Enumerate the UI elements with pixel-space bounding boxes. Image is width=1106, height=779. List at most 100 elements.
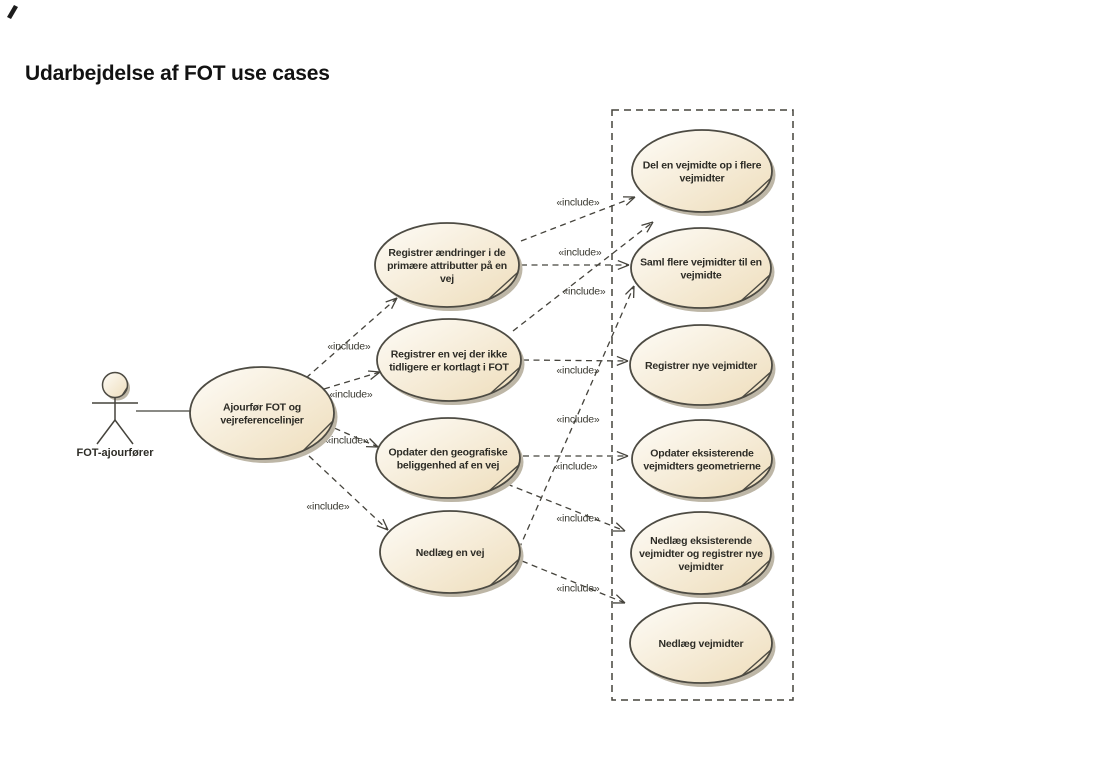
open-arrowhead <box>369 438 379 448</box>
open-arrowhead <box>390 297 398 309</box>
fold-line <box>302 420 334 452</box>
fold-line <box>740 559 771 588</box>
use-case-ellipse <box>631 419 773 499</box>
include-edge-line <box>506 483 626 532</box>
include-label: «include» <box>306 501 350 513</box>
actor-head-fold <box>121 386 128 396</box>
include-label: «include» <box>556 583 600 595</box>
include-edge-line <box>313 371 381 393</box>
include-ajourfoer-til-registrer-vej: «include» <box>313 370 381 401</box>
open-arrowhead <box>641 221 654 226</box>
open-arrowhead <box>615 522 626 532</box>
use-case-ellipse <box>374 222 520 308</box>
use-case-label: Registrer nye vejmidter <box>645 360 757 372</box>
include-ajourfoer-til-nedlaeg: «include» <box>306 455 389 531</box>
open-arrowhead <box>617 259 630 266</box>
open-arrowhead <box>616 455 629 462</box>
open-arrowhead <box>616 360 629 366</box>
include-label: «include» <box>556 197 600 209</box>
include-edge-line <box>308 455 389 531</box>
include-nedlaeg-vej-til-saml: «include» <box>518 285 635 550</box>
use-case-label: Nedlæg vejmidter <box>659 638 744 650</box>
actor-leg-right <box>114 419 134 445</box>
include-label: «include» <box>554 461 598 473</box>
use-case-ellipse <box>630 511 772 595</box>
include-label: «include» <box>556 365 600 377</box>
fold-line <box>740 274 771 302</box>
include-label: «include» <box>329 389 373 401</box>
system-boundary <box>611 109 794 701</box>
open-arrowhead <box>382 518 389 531</box>
include-edge-line <box>512 221 654 332</box>
include-aendringer-til-del: «include» <box>520 196 636 242</box>
include-opdater-til-nedlaeg-registrer: «include» <box>506 483 626 532</box>
fold-line <box>741 649 772 677</box>
fold-line <box>741 371 772 399</box>
include-label: «include» <box>556 414 600 426</box>
open-arrowhead <box>646 221 654 233</box>
actor-label: FOT-ajourfører <box>76 447 154 459</box>
use-case-ellipse <box>376 318 522 402</box>
include-label: «include» <box>556 513 600 525</box>
actor-leg-left <box>96 419 116 445</box>
include-label: «include» <box>562 286 606 298</box>
open-arrowhead <box>615 594 626 604</box>
use-case-nedlaeg-en-vej: Nedlæg en vej <box>379 510 524 597</box>
page-title: Udarbejdelse af FOT use cases <box>25 62 330 85</box>
open-arrowhead <box>376 525 389 531</box>
include-label: «include» <box>327 341 371 353</box>
include-edge-line <box>521 560 626 604</box>
fold-line <box>488 464 520 492</box>
use-case-ellipse <box>189 366 335 460</box>
use-case-ellipse <box>629 602 773 684</box>
open-arrowhead <box>385 297 398 303</box>
actor-fot-ajourfoerer: FOT-ajourfører <box>76 371 154 459</box>
use-case-ellipse <box>629 324 773 406</box>
include-ajourfoer-til-aendringer: «include» <box>305 297 398 379</box>
fold-line <box>741 177 772 206</box>
open-arrowhead <box>616 355 629 362</box>
include-aendringer-til-saml: «include» <box>521 247 630 271</box>
open-arrowhead <box>617 264 630 271</box>
include-opdater-til-geometrier: «include» <box>523 450 629 473</box>
open-arrowhead <box>370 371 381 380</box>
include-nedlaeg-vej-til-nedlaeg-vejmidter: «include» <box>521 560 626 604</box>
include-label: «include» <box>558 247 602 259</box>
use-case-ellipse <box>375 417 521 499</box>
include-registrer-vej-til-nye: «include» <box>522 355 629 377</box>
fold-line <box>489 558 520 587</box>
use-case-nedlaeg-vejmidter: Nedlæg vejmidter <box>629 602 776 687</box>
corner-mark <box>7 5 18 19</box>
include-label: «include» <box>325 435 369 447</box>
open-arrowhead <box>367 370 381 373</box>
include-edge-line <box>522 359 629 362</box>
fold-line <box>489 366 521 395</box>
include-ajourfoer-til-opdater: «include» <box>324 423 379 448</box>
open-arrowhead <box>625 285 635 295</box>
open-arrowhead <box>625 196 636 206</box>
include-edge-line <box>518 285 635 550</box>
use-case-ellipse <box>379 510 521 594</box>
fold-line <box>487 271 519 300</box>
use-case-ellipse <box>631 129 773 213</box>
use-case-label: Nedlæg en vej <box>416 547 485 559</box>
include-registrer-vej-til-del: «include» <box>512 221 654 332</box>
